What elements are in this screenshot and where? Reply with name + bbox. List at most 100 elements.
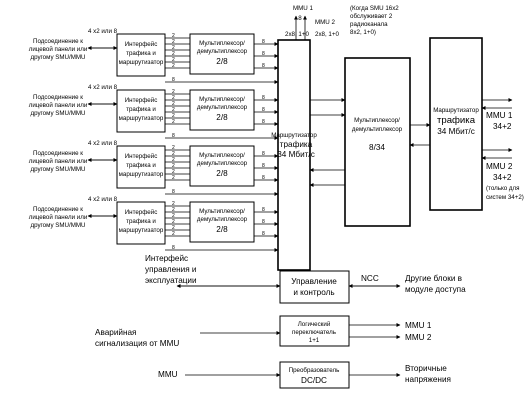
connect-line3: другому SMU/MMU	[30, 54, 85, 61]
alarm-row: Аварийная сигнализация от MMU Логический…	[95, 315, 432, 348]
bus-width-2: 2	[172, 231, 175, 237]
bus-width-2: 2	[172, 113, 175, 119]
note-line4: 8x2, 1+0)	[350, 29, 376, 36]
mgmt-left-2: управления и	[145, 265, 197, 274]
bus-width-8: 8	[262, 151, 265, 157]
alarm-left-2: сигнализация от MMU	[95, 339, 179, 348]
mgmt-right-1: Другие блоки в	[405, 274, 462, 283]
dcdc-box	[279, 361, 350, 389]
router-2-line3: 34 Мбит/с	[437, 127, 475, 136]
bus-width-2: 2	[172, 201, 175, 207]
router-2-line1: Маршрутизатор	[433, 107, 479, 114]
interface-box	[116, 201, 166, 245]
mux-2-8-box	[189, 145, 255, 187]
router-1-line3: 34 Мбит/с	[277, 150, 315, 159]
bus-width-8: 8	[262, 219, 265, 225]
bus-width-2: 2	[172, 57, 175, 63]
mux-2-8-box	[189, 33, 255, 75]
bus-width-2: 2	[172, 145, 175, 151]
interface-box	[116, 33, 166, 77]
logic-switch-1: Логический	[298, 321, 331, 328]
bus-width-2: 2	[172, 101, 175, 107]
bus-width-8: 8	[172, 133, 175, 139]
note-line1: (Когда SMU 16x2	[350, 5, 399, 12]
bus-width-2: 2	[172, 89, 175, 95]
bus-width-8: 8	[298, 15, 302, 22]
bus-width-8: 8	[262, 207, 265, 213]
router-1-line2: трафика	[280, 140, 313, 149]
mux-line1: Мультиплексор/	[199, 208, 245, 215]
out-note-1: (только для	[486, 185, 519, 192]
interface-line2: трафика и	[126, 106, 156, 113]
bus-width-8: 8	[172, 189, 175, 195]
bus-width-2: 2	[172, 63, 175, 69]
mmu1-top-spec: 2x8, 1+0	[285, 31, 309, 38]
bus-width-2: 2	[172, 51, 175, 57]
connect-line3: другому SMU/MMU	[30, 110, 85, 117]
bus-width-8: 8	[262, 51, 265, 57]
out-mmu1-rate: 34+2	[493, 122, 512, 131]
bus-width-8: 8	[262, 163, 265, 169]
router-2: Маршрутизатор трафика 34 Мбит/с	[429, 37, 483, 211]
interface-line3: маршрутизатор	[119, 227, 164, 234]
bus-width-8: 8	[262, 119, 265, 125]
bus-width-2: 2	[172, 107, 175, 113]
mux-line1: Мультиплексор/	[199, 96, 245, 103]
ports-label: 4 x2 или 8	[88, 84, 118, 91]
interface-box	[116, 145, 166, 189]
connect-line2: лицевой панели или	[29, 214, 88, 221]
mgmt-box-2: и контроль	[293, 288, 334, 297]
ports-label: 4 x2 или 8	[88, 196, 118, 203]
interface-line1: Интерфейс	[125, 41, 158, 48]
alarm-out2: MMU 2	[405, 333, 432, 342]
mux-8-34-box	[344, 57, 411, 227]
mux-line1: Мультиплексор/	[199, 40, 245, 47]
interface-line3: маршрутизатор	[119, 59, 164, 66]
mux-line2: демультиплексор	[197, 104, 248, 111]
mux-8-34-line2: демультиплексор	[352, 126, 403, 133]
interface-line1: Интерфейс	[125, 97, 158, 104]
dcdc-right-2: напряжения	[405, 375, 451, 384]
bus-width-2: 2	[172, 207, 175, 213]
out-mmu2-label: MMU 2	[486, 162, 513, 171]
bus-width-2: 2	[172, 219, 175, 225]
bus-width-2: 2	[172, 95, 175, 101]
alarm-left-1: Аварийная	[95, 328, 136, 337]
ports-label: 4 x2 или 8	[88, 140, 118, 147]
management-row: Интерфейс управления и эксплуатации Упра…	[145, 254, 466, 304]
mgmt-box	[279, 270, 350, 304]
mux-2-8-box	[189, 201, 255, 243]
out-note-2: систем 34+2)	[486, 194, 524, 201]
bus-width-8: 8	[172, 245, 175, 251]
mmu1-top-title: MMU 1	[293, 5, 313, 12]
bus-width-8: 8	[262, 39, 265, 45]
connect-line3: другому SMU/MMU	[30, 222, 85, 229]
dcdc-row: MMU Преобразователь DC/DC Вторичные напр…	[158, 361, 451, 389]
router-1: Маршрутизатор трафика 34 Мбит/с	[271, 39, 317, 271]
ncc-label: NCC	[361, 274, 379, 283]
interface-box	[116, 89, 166, 133]
right-outputs: MMU 1 34+2 MMU 2 34+2 (только для систем…	[486, 111, 524, 201]
bus-width-8: 8	[262, 95, 265, 101]
bus-width-2: 2	[172, 119, 175, 125]
connect-line1: Подсоединение к	[33, 150, 83, 157]
logic-switch-box	[279, 315, 350, 347]
bus-width-8: 8	[262, 107, 265, 113]
connect-line2: лицевой панели или	[29, 46, 88, 53]
dcdc-left: MMU	[158, 370, 178, 379]
bus-width-8: 8	[262, 63, 265, 69]
logic-switch-2: переключатель	[292, 329, 336, 336]
mux-line3: 2/8	[216, 169, 228, 178]
ports-label: 4 x2 или 8	[88, 28, 118, 35]
bus-width-2: 2	[172, 39, 175, 45]
mux-line3: 2/8	[216, 225, 228, 234]
bus-width-8: 8	[262, 231, 265, 237]
note-line2: обслуживает 2	[350, 13, 393, 20]
mmu-top-labels: MMU 1 2x8, 1+0 MMU 2 2x8, 1+0 8	[285, 5, 339, 40]
interface-line3: маршрутизатор	[119, 115, 164, 122]
interface-line3: маршрутизатор	[119, 171, 164, 178]
interface-line1: Интерфейс	[125, 209, 158, 216]
